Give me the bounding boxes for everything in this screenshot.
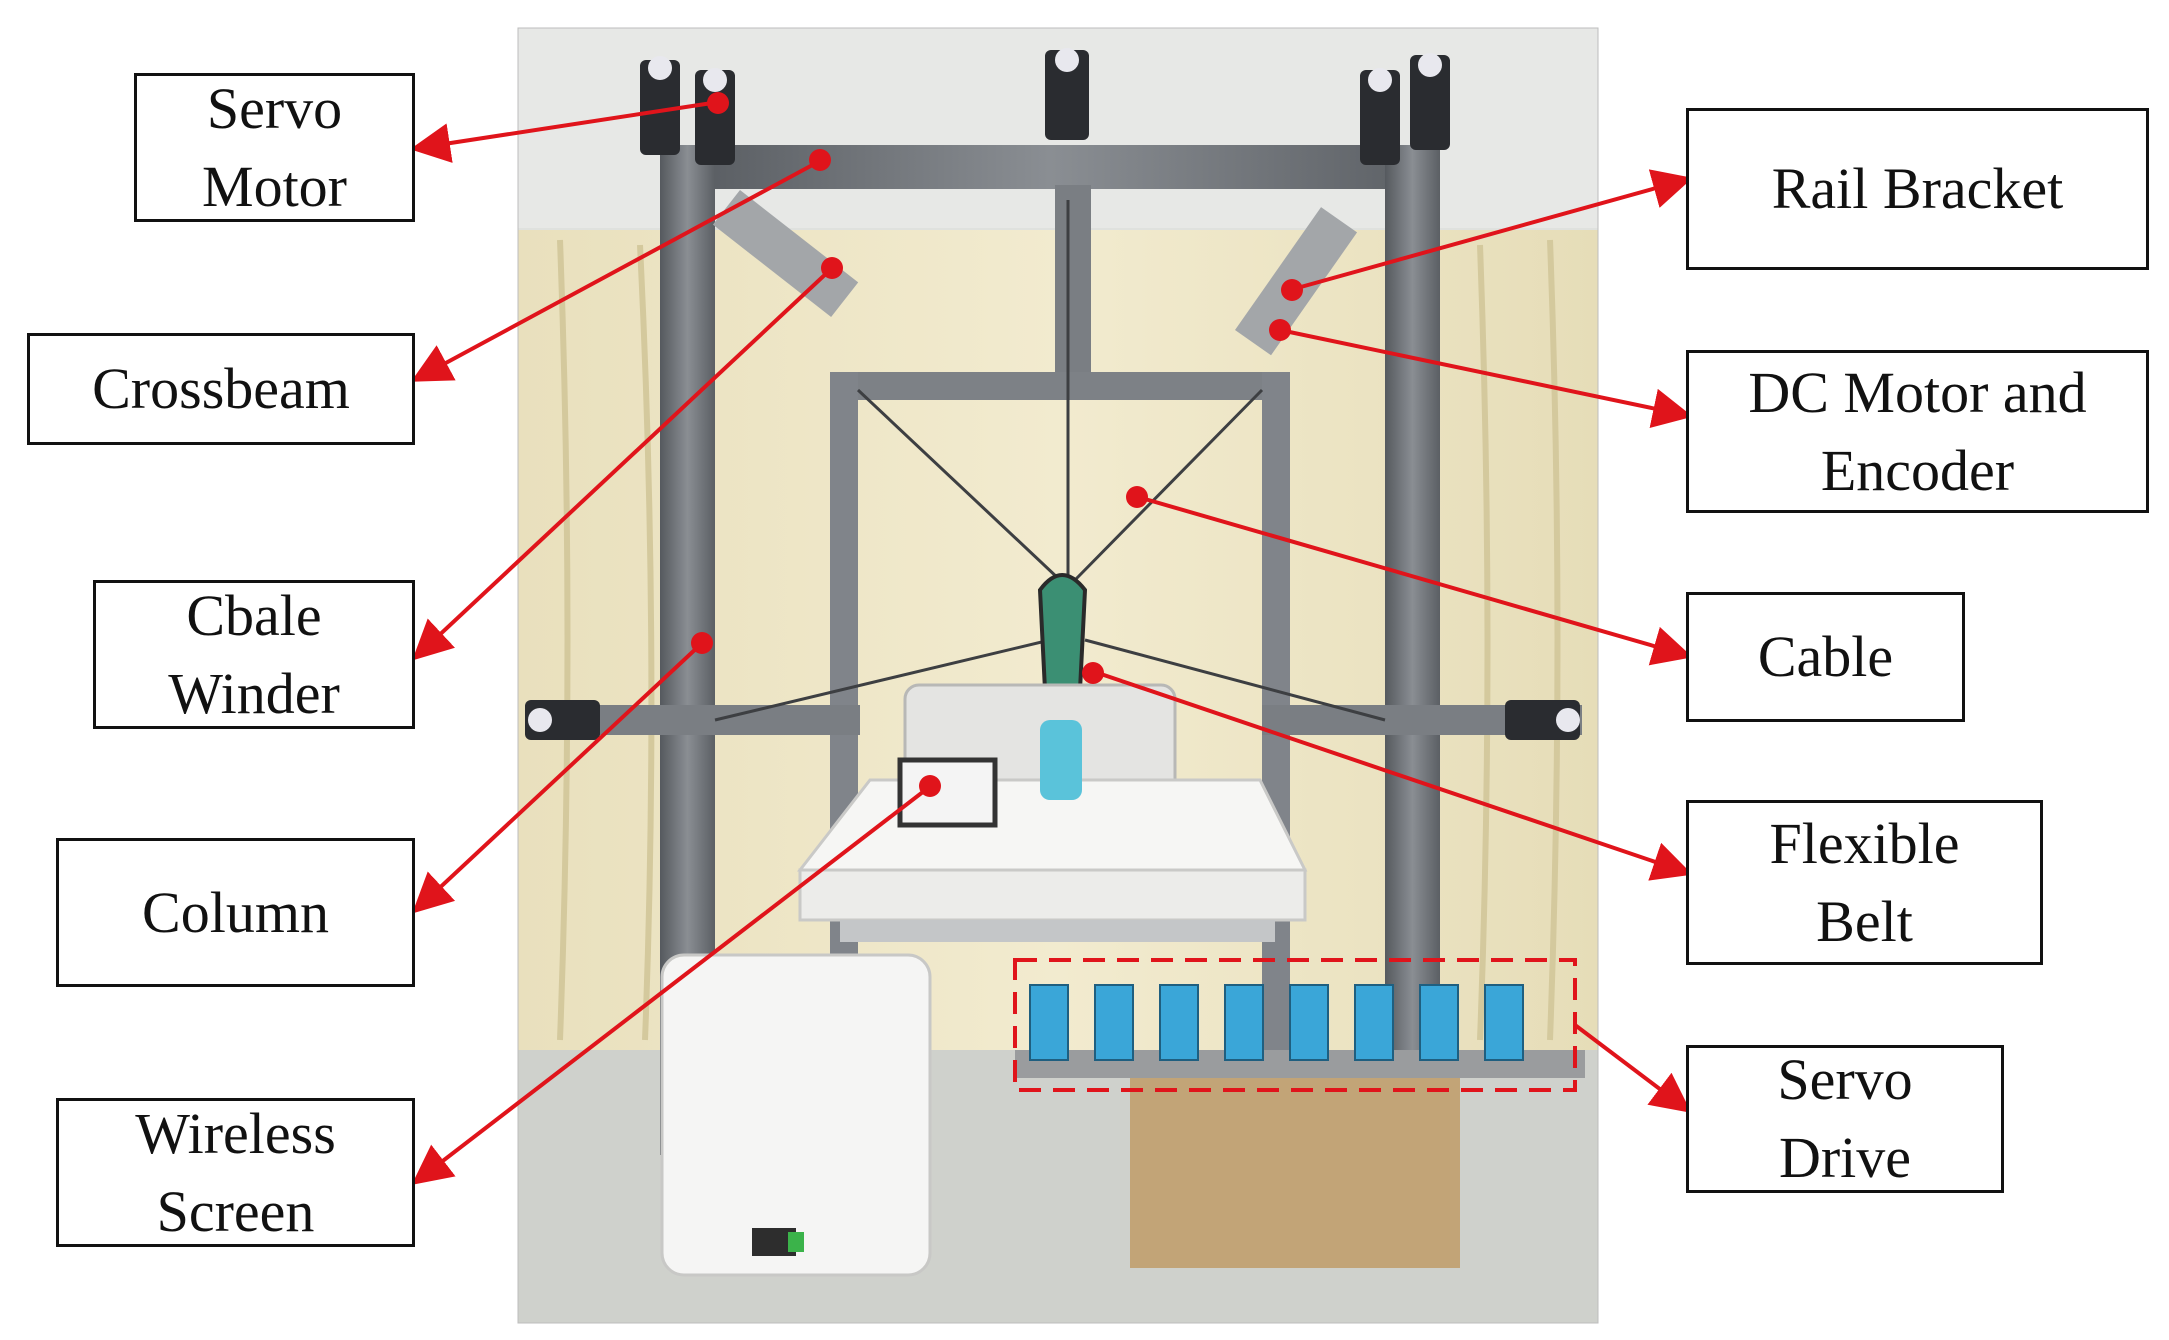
label-crossbeam: Crossbeam: [27, 333, 415, 445]
wooden-crate: [1130, 1078, 1460, 1268]
arrow-crossbeam: [410, 160, 819, 382]
curtain-folds: [557, 239, 1561, 1041]
bed-side: [798, 868, 1307, 922]
label-dc-motor-encoder: DC Motor and Encoder: [1686, 350, 2149, 513]
servo-drive-highlight: [1013, 958, 1577, 1092]
inner-crossbeam: [830, 372, 1290, 400]
cables: [714, 200, 1386, 722]
label-servo-motor: Servo Motor: [134, 73, 415, 222]
label-cable-winder: Cbale Winder: [93, 580, 415, 729]
label-servo-drive: Servo Drive: [1686, 1045, 2004, 1193]
arrow-dc-motor: [1279, 328, 1693, 429]
crossbeam: [665, 145, 1435, 189]
arrow-servo-motor: [410, 101, 713, 163]
arrow-rail-bracket: [1289, 169, 1693, 292]
servo-motors: [525, 50, 1580, 740]
left-rail: [712, 190, 859, 318]
white-cabinet: [660, 953, 932, 1277]
center-post: [1055, 185, 1091, 385]
arrow-cable: [1137, 495, 1693, 666]
bed-rail: [840, 920, 1275, 942]
arrow-flexible-belt: [1094, 670, 1693, 881]
label-cable: Cable: [1686, 592, 1965, 722]
arrow-servo-drive: [1573, 1023, 1692, 1113]
label-rail-bracket: Rail Bracket: [1686, 108, 2149, 270]
label-wireless-screen: Wireless Screen: [56, 1098, 415, 1247]
cabinet-switch-green: [788, 1232, 804, 1252]
motor-caps: [528, 48, 1580, 732]
servo-drive-units: [1029, 984, 1524, 1061]
arrow-wireless-screen: [411, 786, 930, 1185]
wireless-screen-tablet: [897, 757, 998, 828]
water-bottle: [1040, 720, 1082, 800]
label-column: Column: [56, 838, 415, 987]
arrow-cable-winder: [412, 268, 832, 661]
label-flexible-belt: Flexible Belt: [1686, 800, 2043, 965]
arrow-column: [412, 643, 702, 914]
